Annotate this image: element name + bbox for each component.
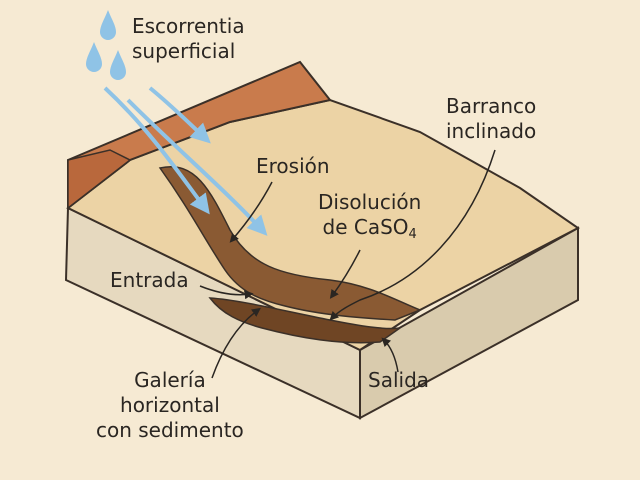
gallery-label-line1: Galería: [134, 368, 206, 392]
runoff-label: Escorrentia superficial: [132, 14, 245, 64]
runoff-label-line1: Escorrentia: [132, 14, 245, 38]
gallery-label: Galería horizontal con sedimento: [96, 368, 244, 443]
gallery-label-line3: con sedimento: [96, 418, 244, 442]
outlet-label: Salida: [368, 368, 430, 392]
dissolution-leader: [329, 249, 361, 299]
block-right-face: [359, 226, 579, 420]
gallery-leader: [211, 307, 261, 379]
gully-label-line1: Barranco: [446, 94, 537, 118]
entrance-label: Entrada: [110, 268, 189, 292]
dissolution-subscript: 4: [408, 227, 417, 242]
gully-leader: [329, 149, 496, 321]
erosion-leader: [229, 181, 273, 243]
runoff-arrow-icon: [126, 98, 268, 236]
gully-label: Barranco inclinado: [446, 94, 536, 144]
runoff-arrow-icon: [103, 86, 210, 215]
raindrop-icon: [100, 10, 116, 40]
topsoil-front: [67, 149, 132, 210]
raindrop-icon: [86, 42, 102, 72]
entrance-leader: [199, 285, 254, 300]
dissolution-label-line1: Disolución: [318, 190, 422, 214]
runoff-arrow-icon: [148, 86, 211, 144]
raindrop-icon: [110, 50, 126, 80]
dissolution-label: Disolución de CaSO4: [318, 190, 421, 243]
outlet-leader: [381, 337, 399, 373]
dissolution-label-line2: de CaSO4: [318, 215, 421, 243]
dissolution-formula: de CaSO: [322, 215, 409, 239]
runoff-label-line2: superficial: [132, 39, 236, 63]
gallery-label-line2: horizontal: [120, 393, 220, 417]
gully-label-line2: inclinado: [446, 119, 537, 143]
erosion-label: Erosión: [256, 154, 330, 178]
